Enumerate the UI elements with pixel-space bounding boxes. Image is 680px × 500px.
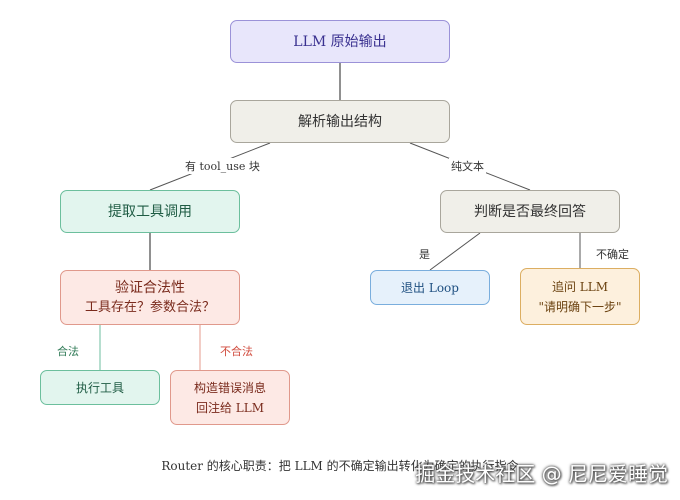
edge-label-legal: 合法 (55, 343, 81, 359)
execute-tool-node: 执行工具 (40, 370, 160, 405)
watermark: 掘金技术社区 @ 尼尼爱睡觉 (415, 462, 668, 486)
edge-label-plain-text: 纯文本 (449, 158, 486, 174)
build-error-subtitle: 回注给 LLM (195, 400, 265, 415)
llm-output-label: LLM 原始输出 (293, 33, 387, 50)
execute-tool-label: 执行工具 (75, 380, 124, 395)
llm-output-node: LLM 原始输出 (230, 20, 450, 63)
parse-structure-label: 解析输出结构 (298, 113, 382, 130)
ask-llm-quote: "请明确下一步" (538, 299, 622, 314)
exit-loop-node: 退出 Loop (370, 270, 490, 305)
parse-structure-node: 解析输出结构 (230, 100, 450, 143)
build-error-node: 构造错误消息 回注给 LLM (170, 370, 290, 425)
ask-llm-node: 追问 LLM "请明确下一步" (520, 268, 640, 325)
build-error-title: 构造错误消息 (193, 380, 266, 395)
extract-tool-call-node: 提取工具调用 (60, 190, 240, 233)
edge-label-yes: 是 (417, 246, 432, 262)
validate-node: 验证合法性 工具存在？参数合法？ (60, 270, 240, 325)
judge-final-answer-label: 判断是否最终回答 (474, 203, 586, 220)
edge-label-tool-use: 有 tool_use 块 (183, 158, 262, 174)
extract-tool-call-label: 提取工具调用 (108, 203, 192, 220)
judge-final-answer-node: 判断是否最终回答 (440, 190, 620, 233)
edge-label-illegal: 不合法 (218, 343, 255, 359)
exit-loop-label: 退出 Loop (401, 280, 459, 295)
validate-subtitle: 工具存在？参数合法？ (84, 299, 215, 315)
edge-judge-to-exit (429, 232, 481, 271)
ask-llm-title: 追问 LLM (551, 279, 609, 294)
validate-title: 验证合法性 (115, 279, 185, 296)
diagram-caption: Router 的核心职责：把 LLM 的不确定输出转化为确定的执行指令 (161, 459, 519, 473)
edge-label-unsure: 不确定 (594, 246, 631, 262)
